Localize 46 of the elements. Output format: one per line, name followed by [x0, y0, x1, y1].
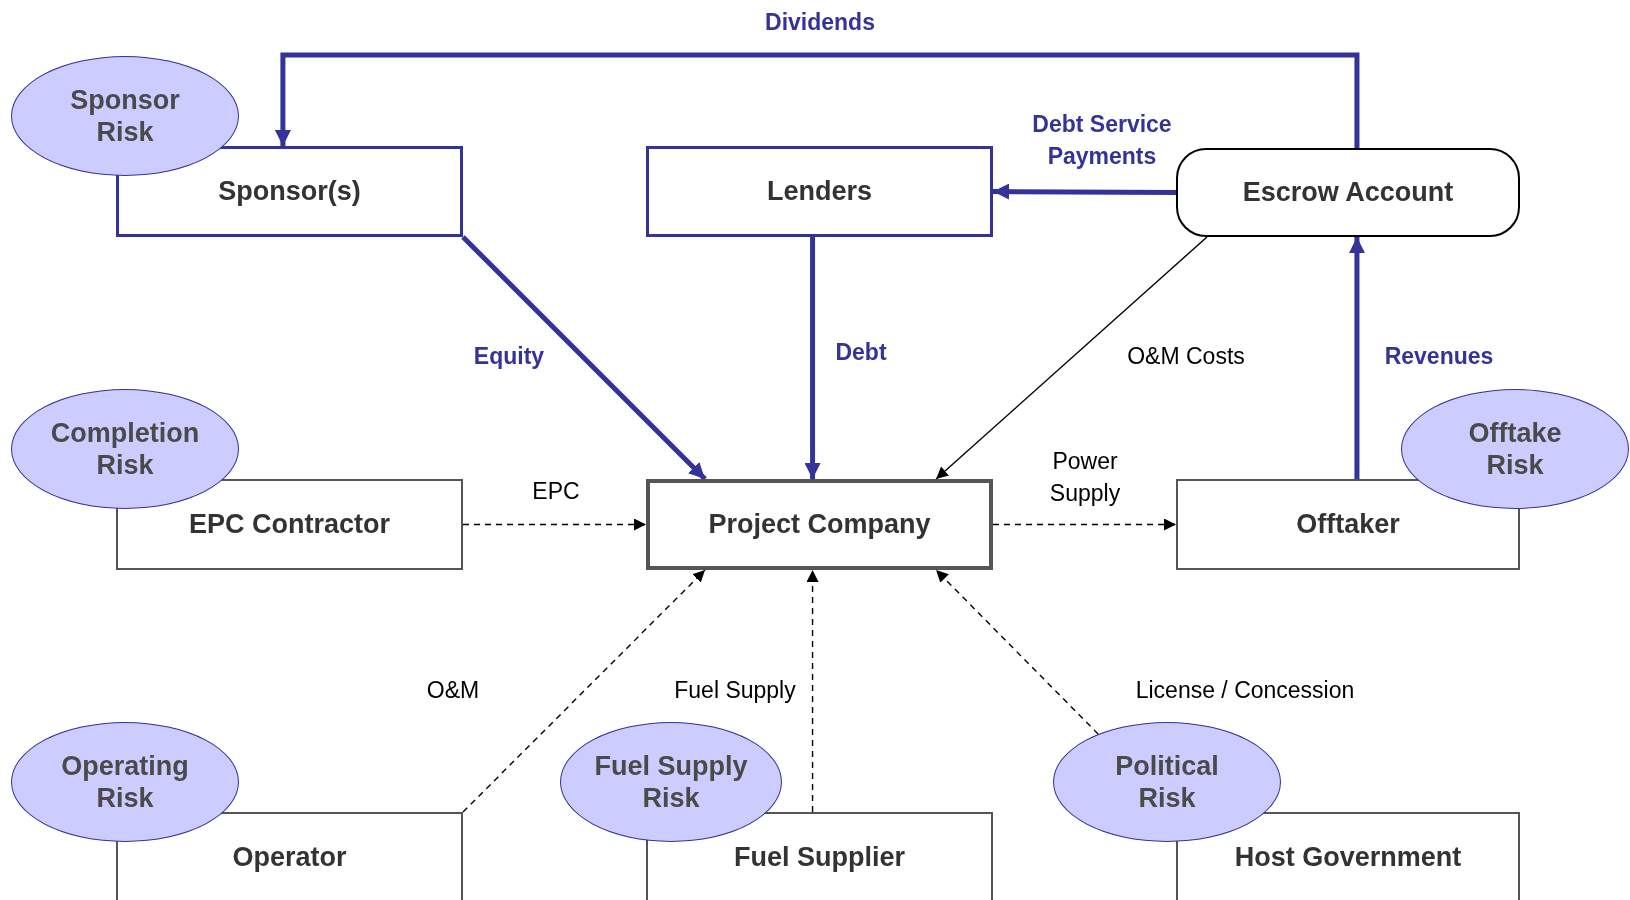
node-label: Operator: [232, 840, 347, 874]
arrow: [804, 237, 821, 479]
project-box: [646, 479, 993, 570]
arrow: [1348, 237, 1365, 479]
node-label: Operating Risk: [60, 749, 190, 815]
account-box: [1176, 148, 1520, 237]
arrow: [462, 518, 647, 531]
arrow: [992, 518, 1177, 531]
node-label: Fuel Supply Risk: [593, 749, 749, 815]
node-label: Offtake Risk: [1467, 416, 1563, 482]
node-label: Sponsor(s): [218, 175, 361, 208]
arrow: [461, 235, 707, 481]
party-box: [646, 146, 993, 237]
arrow: [274, 52, 1360, 148]
edge-label: O&M Costs: [1127, 341, 1245, 371]
party-box: [116, 146, 463, 237]
node-label: Completion Risk: [49, 416, 201, 482]
node-label: Fuel Supplier: [734, 840, 905, 874]
edge-label: Fuel Supply: [674, 675, 796, 705]
edge-label: License / Concession: [1135, 675, 1355, 705]
node-label: EPC Contractor: [189, 508, 390, 541]
node-label: Offtaker: [1296, 508, 1400, 541]
edge-label: Equity: [473, 341, 545, 371]
node-label: Project Company: [708, 508, 931, 541]
node-label: Escrow Account: [1242, 176, 1454, 209]
arrow: [806, 569, 819, 813]
node-label: Political Risk: [1114, 749, 1220, 815]
party-box: [116, 812, 463, 900]
party-box: [116, 479, 463, 570]
edge-label: EPC: [532, 476, 580, 506]
node-label: Host Government: [1234, 840, 1462, 874]
edge-label: Power Supply: [1048, 446, 1122, 508]
party-box: [646, 812, 993, 900]
edge-label: Revenues: [1384, 341, 1494, 371]
edge-label: Debt Service Payments: [1031, 109, 1173, 171]
arrow: [935, 236, 1208, 480]
arrow: [935, 569, 1099, 735]
arrow: [993, 183, 1176, 200]
party-box: [1176, 812, 1520, 900]
arrow: [462, 569, 706, 813]
node-label: Sponsor Risk: [69, 83, 181, 149]
edge-label: O&M: [426, 675, 480, 705]
node-label: Lenders: [766, 175, 872, 208]
party-box: [1176, 479, 1520, 570]
edge-label: Debt: [835, 337, 887, 367]
edge-label: Dividends: [765, 7, 875, 37]
